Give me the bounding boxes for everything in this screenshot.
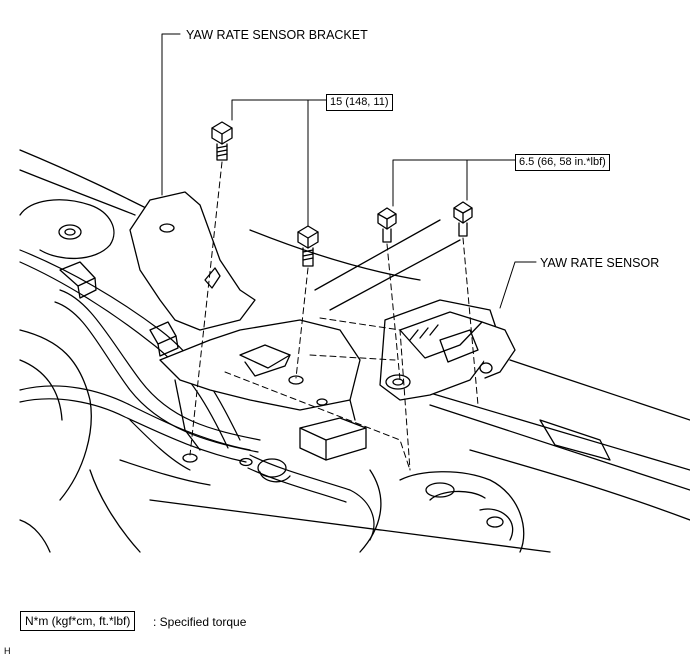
yaw-rate-sensor-bracket: [129, 191, 361, 467]
grommet: [257, 458, 291, 483]
bracket-bolt-1: [211, 121, 233, 161]
sensor-label: YAW RATE SENSOR: [540, 256, 660, 270]
bracket-bolt-2: [297, 225, 319, 267]
sensor-bolt-2: [453, 201, 473, 237]
torque-legend-description: : Specified torque: [153, 615, 247, 629]
yaw-rate-sensor: [379, 299, 516, 401]
vehicle-floor-panel: [19, 149, 690, 553]
alignment-guides: [189, 161, 479, 471]
figure-code: H: [4, 646, 11, 656]
wire-harness: [19, 249, 375, 541]
bracket-bolt-torque: 15 (148, 11): [326, 94, 393, 111]
body-mount-boss: [19, 199, 115, 260]
sensor-bolt-1: [377, 207, 397, 243]
torque-unit-legend-box: N*m (kgf*cm, ft.*lbf): [20, 611, 136, 631]
bracket-label: YAW RATE SENSOR BRACKET: [186, 28, 368, 42]
leader-lines: [161, 33, 537, 309]
harness-connector: [59, 261, 179, 357]
sensor-bolt-torque: 6.5 (66, 58 in.*lbf): [515, 154, 610, 171]
connector-block: [299, 417, 367, 461]
